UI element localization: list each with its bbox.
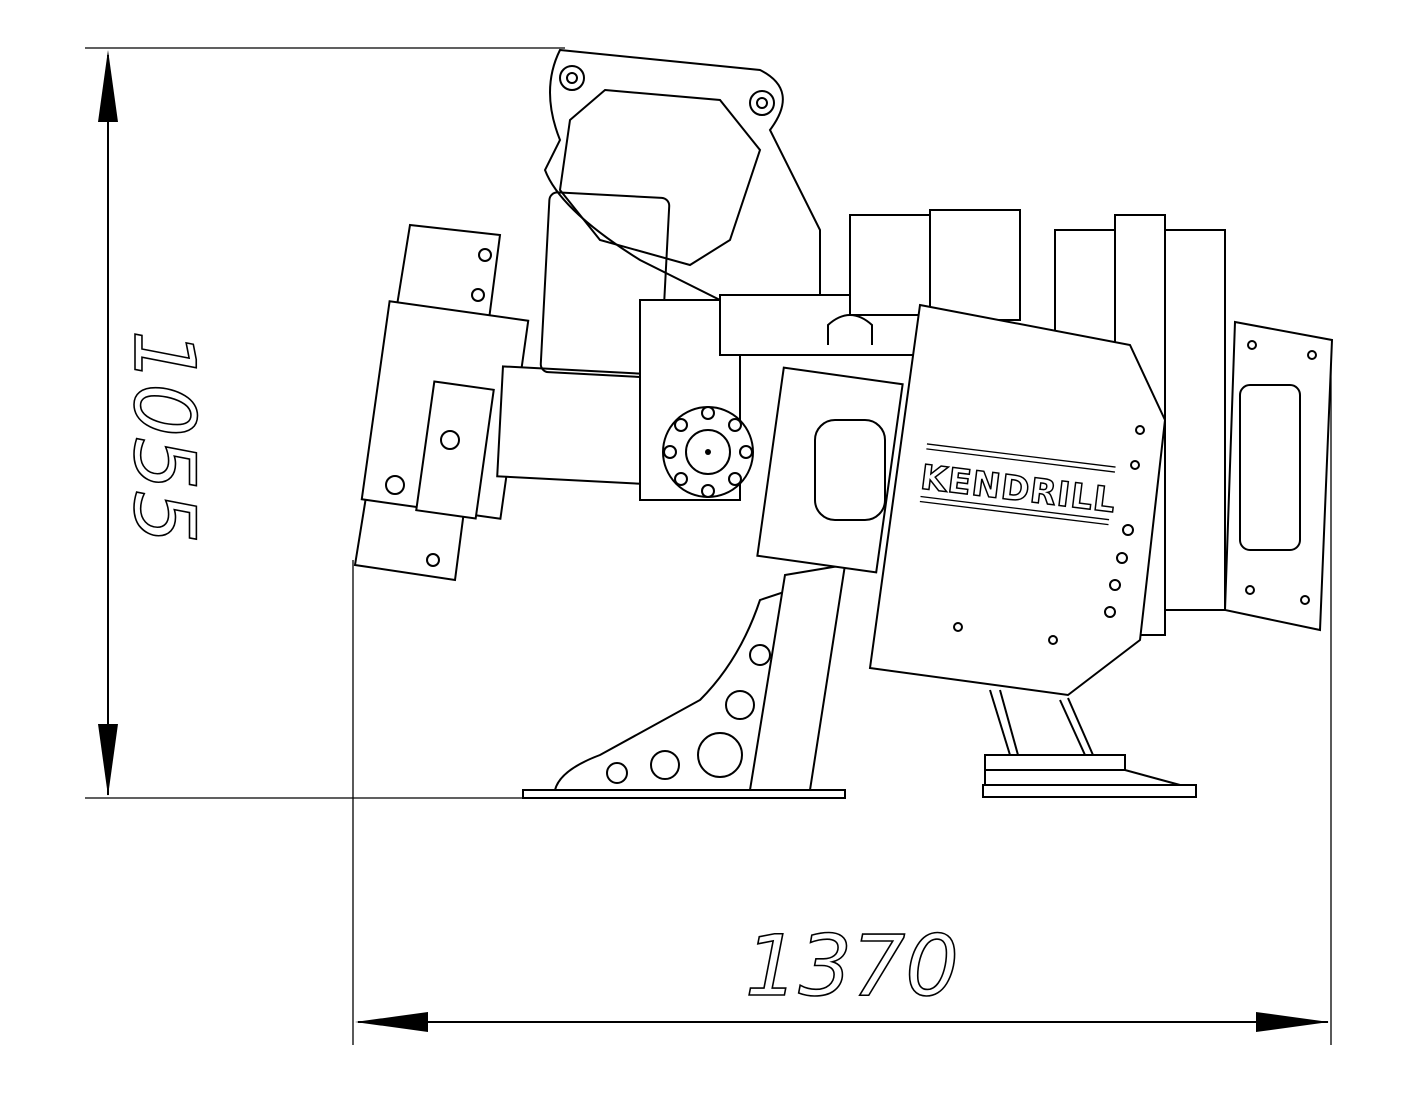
center-clamp-block: [496, 365, 649, 485]
width-dimension: 1370: [352, 340, 1332, 1045]
width-label: 1370: [745, 917, 959, 1015]
arrow-down-icon: [98, 724, 118, 796]
left-base-plate: [522, 789, 846, 799]
right-base-plate: [982, 784, 1197, 798]
support-column: [748, 563, 847, 791]
machine-drawing: KENDRILL: [353, 48, 1334, 799]
height-label: 1055: [115, 330, 213, 544]
arrow-right-icon: [1256, 1012, 1329, 1032]
arrow-left-icon: [355, 1012, 428, 1032]
top-rotary-head: [543, 48, 821, 301]
left-support-bracket: [553, 588, 792, 791]
arrow-up-icon: [98, 50, 118, 122]
end-plate: [1223, 320, 1334, 632]
main-cover: [868, 303, 1167, 697]
height-dimension: 1055: [85, 47, 565, 799]
right-vise: [756, 366, 904, 574]
